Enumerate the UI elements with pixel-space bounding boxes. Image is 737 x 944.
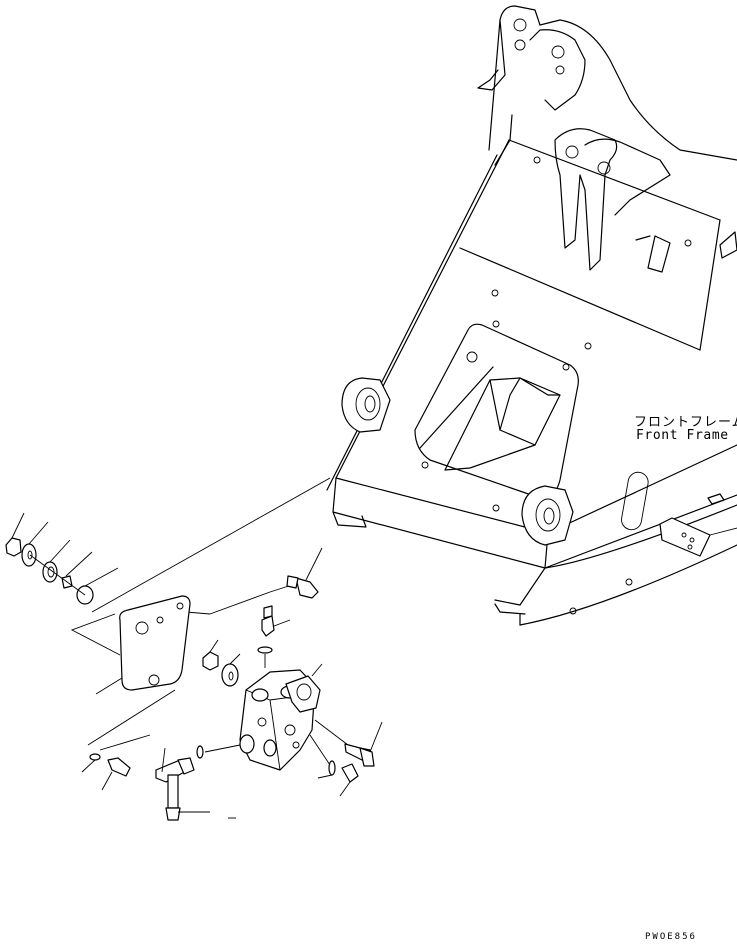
top-fitting (257, 605, 291, 668)
drawing-code: PWOE856 (645, 932, 697, 942)
mounting-plate (95, 595, 191, 695)
right-bolts (317, 721, 383, 797)
washer-stack (5, 512, 119, 605)
valve-nut-washer (202, 639, 241, 687)
frame-label-english: Front Frame (636, 428, 729, 443)
mount-bolt (286, 547, 323, 599)
lower-left-parts (81, 745, 204, 791)
frame-label-japanese: フロントフレーム (634, 415, 737, 430)
elbow-fitting (155, 747, 236, 821)
valve-assembly (204, 663, 349, 771)
front-frame (326, 5, 737, 626)
